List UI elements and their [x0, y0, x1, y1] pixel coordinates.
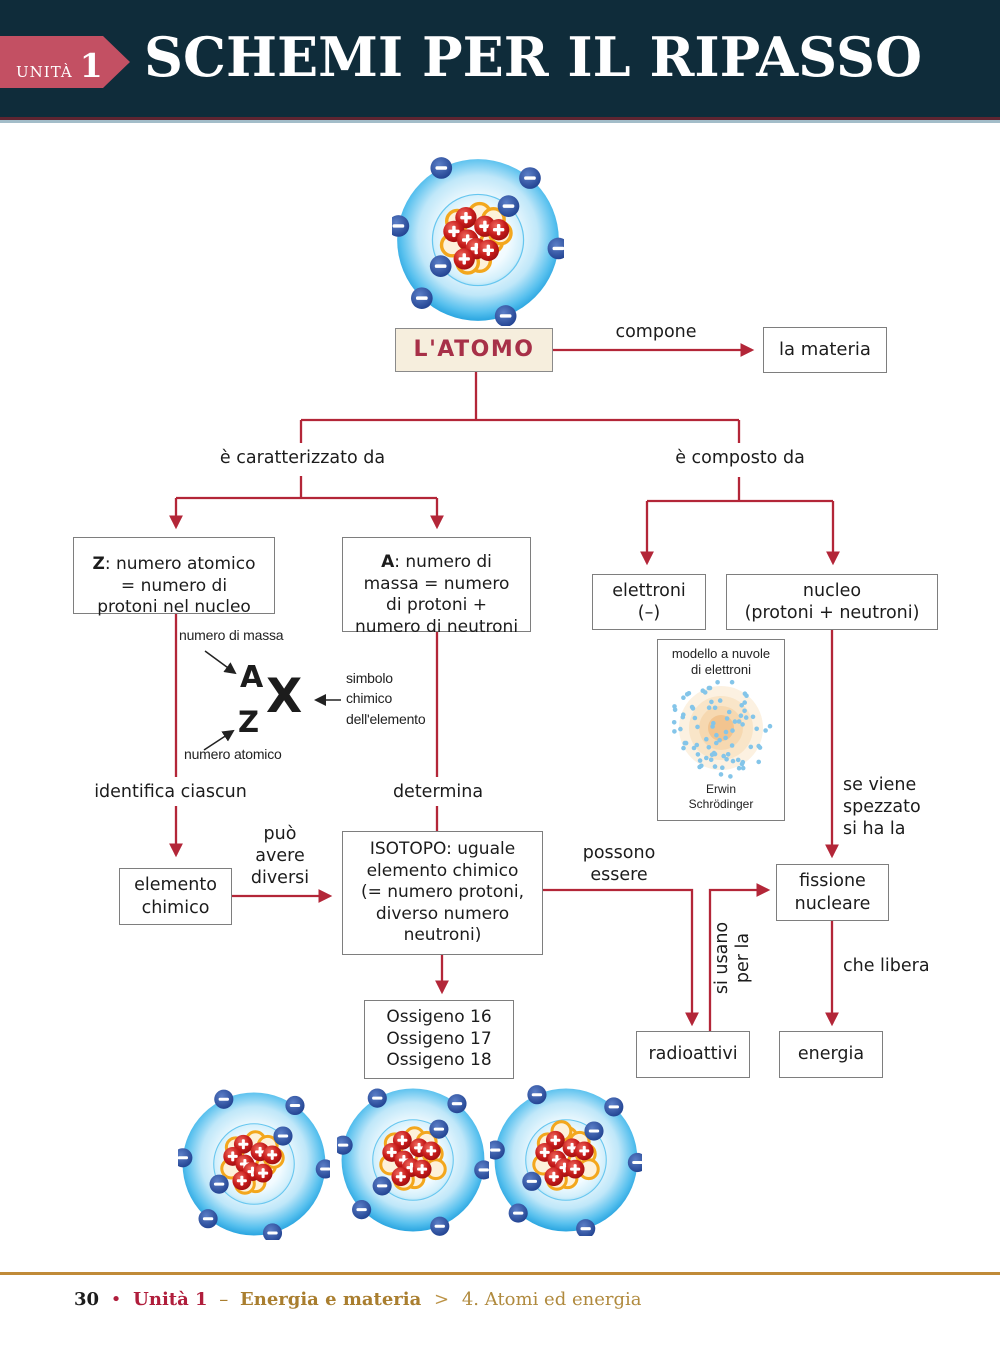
- label-si-usano: si usano per la: [712, 921, 753, 995]
- label-possono-essere: possono essere: [582, 843, 656, 885]
- footer-separator: >: [434, 1289, 450, 1310]
- label-puo-avere: può avere diversi: [250, 824, 310, 888]
- notation-x: X: [266, 669, 303, 724]
- box-modello-nuvole: modello a nuvole di elettroni Erwin Schr…: [657, 639, 785, 821]
- box-fissione-label: fissione nucleare: [794, 871, 871, 914]
- a-letter: A: [381, 552, 395, 573]
- box-fissione: fissione nucleare: [776, 864, 889, 921]
- box-ossigeno-label: Ossigeno 16 Ossigeno 17 Ossigeno 18: [386, 1007, 492, 1071]
- footer-breadcrumb: 30 • Unità 1 – Energia e materia > 4. At…: [74, 1289, 641, 1310]
- box-radioattivi: radioattivi: [636, 1031, 750, 1078]
- box-elettroni: elettroni (–): [592, 574, 706, 630]
- footer-unit: Unità 1: [133, 1289, 208, 1310]
- box-la-materia-label: la materia: [779, 338, 871, 360]
- footer-page-number: 30: [74, 1289, 100, 1310]
- box-elettroni-label: elettroni (–): [612, 580, 686, 623]
- footer-rule: [0, 1272, 1000, 1275]
- box-ossigeno-isotopi: Ossigeno 16 Ossigeno 17 Ossigeno 18: [364, 1000, 514, 1079]
- box-isotopo-label: ISOTOPO: uguale elemento chimico (= nume…: [360, 839, 525, 946]
- atom-isotope-2-illustration: [337, 1084, 489, 1236]
- z-text: : numero atomico = numero di protoni nel…: [97, 553, 256, 618]
- box-isotopo: ISOTOPO: uguale elemento chimico (= nume…: [342, 831, 543, 955]
- label-determina: determina: [392, 782, 484, 802]
- header-divider-maroon: [0, 117, 1000, 120]
- modello-caption: Erwin Schrödinger: [688, 782, 754, 811]
- unit-badge: UNITÀ 1: [0, 36, 130, 88]
- a-text: : numero di massa = numero di protoni + …: [354, 552, 519, 637]
- header-bar: [0, 0, 1000, 117]
- footer-section: 4. Atomi ed energia: [461, 1289, 642, 1310]
- notation-z: Z: [238, 705, 260, 739]
- box-atomo: L'ATOMO: [395, 328, 553, 372]
- box-nucleo: nucleo (protoni + neutroni): [726, 574, 938, 630]
- label-compone: compone: [615, 322, 697, 342]
- page-title: SCHEMI PER IL RIPASSO: [143, 25, 923, 89]
- box-energia-label: energia: [797, 1044, 865, 1065]
- box-energia: energia: [779, 1031, 883, 1078]
- box-elemento-chimico: elemento chimico: [119, 868, 232, 925]
- footer-dash: –: [219, 1289, 229, 1310]
- box-la-materia: la materia: [763, 327, 887, 373]
- label-numero-atomico: numero atomico: [184, 746, 282, 762]
- footer-bullet: •: [110, 1289, 122, 1310]
- box-numero-atomico-z: Z: numero atomico = numero di protoni ne…: [73, 537, 275, 618]
- box-atomo-label: L'ATOMO: [413, 337, 535, 363]
- box-nucleo-label: nucleo (protoni + neutroni): [744, 580, 920, 623]
- modello-title: modello a nuvole di elettroni: [671, 646, 771, 678]
- label-simbolo-chimico: simbolo chimico dell'elemento: [346, 670, 426, 727]
- z-letter: Z: [92, 553, 105, 574]
- box-elemento-label: elemento chimico: [134, 875, 217, 918]
- label-se-viene: se viene spezzato si ha la: [843, 775, 921, 839]
- atom-illustration: [392, 154, 564, 326]
- box-radioattivi-label: radioattivi: [648, 1044, 738, 1065]
- atom-isotope-1-illustration: [178, 1088, 330, 1240]
- unit-label: UNITÀ: [16, 63, 73, 81]
- atom-isotope-3-illustration: [490, 1084, 642, 1236]
- box-numero-massa-a: A: numero di massa = numero di protoni +…: [342, 537, 531, 637]
- unit-number: 1: [79, 46, 103, 85]
- label-numero-massa: numero di massa: [179, 627, 284, 643]
- electron-cloud-illustration: [658, 672, 784, 784]
- label-che-libera: che libera: [843, 956, 930, 976]
- label-caratterizzato: è caratterizzato da: [219, 448, 386, 468]
- label-identifica: identifica ciascun: [94, 782, 247, 802]
- notation-a: A: [240, 660, 264, 695]
- label-composto: è composto da: [675, 448, 805, 468]
- footer-book-title: Energia e materia: [240, 1289, 422, 1310]
- header-divider-blue: [0, 120, 1000, 123]
